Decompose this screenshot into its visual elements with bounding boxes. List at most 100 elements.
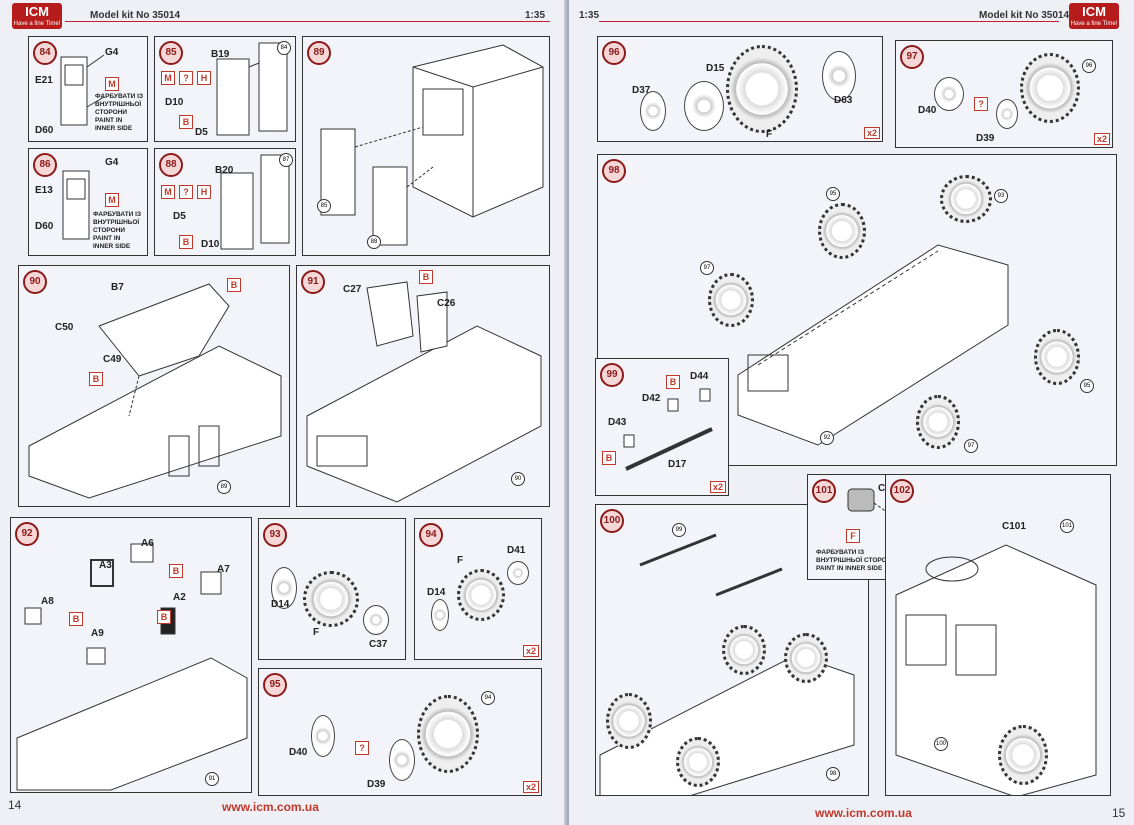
part-label: C50 xyxy=(55,322,74,333)
scale-right: 1:35 xyxy=(579,10,600,21)
part-label: D40 xyxy=(918,105,937,116)
ref-number: 93 xyxy=(994,189,1008,203)
ref-number: 87 xyxy=(279,153,293,167)
color-code-box: B xyxy=(157,610,171,624)
ref-number: 101 xyxy=(1060,519,1074,533)
part-label: A7 xyxy=(217,564,230,575)
step-99-panel: 99 D44 D42 D43 D17 B B x2 xyxy=(595,358,729,496)
step-number: 85 xyxy=(159,41,183,65)
part-label: D17 xyxy=(668,459,687,470)
part-label: D5 xyxy=(195,127,208,138)
part-label: D63 xyxy=(834,95,853,106)
step-97-panel: 97 D40 D39 ? 96 x2 xyxy=(895,40,1113,148)
color-code-box: B xyxy=(69,612,83,626)
color-code-box: B xyxy=(179,115,193,129)
website-link-left[interactable]: www.icm.com.ua xyxy=(222,800,319,814)
wheel xyxy=(606,693,652,749)
kit-number-right: Model kit No 35014 xyxy=(979,10,1070,21)
disc xyxy=(389,739,415,781)
ref-number: 97 xyxy=(700,261,714,275)
door-drawing xyxy=(60,54,105,126)
wheel xyxy=(818,203,866,259)
part-label: D5 xyxy=(173,211,186,222)
part-label: D15 xyxy=(706,63,725,74)
part-label: C37 xyxy=(369,639,388,650)
color-code-box: ? xyxy=(974,97,988,111)
part-label: F xyxy=(313,627,320,638)
part-label: D37 xyxy=(632,85,651,96)
step-number: 92 xyxy=(15,522,39,546)
color-code-box: ? xyxy=(355,741,369,755)
hub xyxy=(640,91,666,131)
hull-side-drawing xyxy=(16,543,248,791)
color-code-box: B xyxy=(169,564,183,578)
quantity-marker: x2 xyxy=(522,781,539,793)
part-label: A6 xyxy=(141,538,154,549)
door-drawing xyxy=(216,42,288,136)
chassis-drawing xyxy=(737,244,1009,446)
color-code-box: M xyxy=(161,185,175,199)
color-code-box: M xyxy=(105,193,119,207)
part-label: E13 xyxy=(35,185,53,196)
color-code-box: B xyxy=(666,375,680,389)
step-95-panel: 95 D40 D39 ? 94 x2 xyxy=(258,668,542,796)
ref-number: 92 xyxy=(820,431,834,445)
color-code-box: B xyxy=(179,235,193,249)
part-label: D60 xyxy=(35,221,54,232)
door-drawing xyxy=(62,170,90,240)
part-label: D10 xyxy=(201,239,220,250)
ref-number: 89 xyxy=(217,480,231,494)
kit-number-left: Model kit No 35014 xyxy=(90,10,181,21)
part-label: B7 xyxy=(111,282,124,293)
ref-number: 84 xyxy=(277,41,291,55)
wheel xyxy=(1034,329,1080,385)
color-code-box: M xyxy=(105,77,119,91)
disc xyxy=(311,715,335,757)
vehicle-front-drawing xyxy=(895,544,1097,795)
hull-drawing xyxy=(306,281,542,503)
ref-number: 95 xyxy=(826,187,840,201)
part-label: D39 xyxy=(367,779,386,790)
binding-gutter xyxy=(564,0,572,825)
part-label: D40 xyxy=(289,747,308,758)
part-label: D41 xyxy=(507,545,526,556)
step-88-panel: 88 B20 D5 D10 M ? H B 87 xyxy=(154,148,296,256)
part-label: E21 xyxy=(35,75,53,86)
color-code-box: M xyxy=(161,71,175,85)
color-code-box: B xyxy=(227,278,241,292)
part-label: F xyxy=(457,555,464,566)
ref-number: 85 xyxy=(317,199,331,213)
color-code-box: ? xyxy=(179,185,193,199)
part-label: B19 xyxy=(211,49,230,60)
rim xyxy=(822,51,856,101)
step-number: 101 xyxy=(812,479,836,503)
step-number: 98 xyxy=(602,159,626,183)
part-label: D60 xyxy=(35,125,54,136)
color-code-box: H xyxy=(197,185,211,199)
ref-number: 91 xyxy=(205,772,219,786)
website-link-right[interactable]: www.icm.com.ua xyxy=(815,806,912,820)
step-number: 95 xyxy=(263,673,287,697)
hub xyxy=(507,561,529,585)
color-code-box: B xyxy=(602,451,616,465)
part-label: D43 xyxy=(608,417,627,428)
step-number: 88 xyxy=(159,153,183,177)
ref-number: 99 xyxy=(672,523,686,537)
part-label: D14 xyxy=(271,599,290,610)
wheel xyxy=(916,395,960,449)
wheel xyxy=(417,695,479,773)
vehicle-cab-drawing xyxy=(320,44,544,246)
part-label: C49 xyxy=(103,354,122,365)
color-code-box: H xyxy=(197,71,211,85)
wheel xyxy=(784,633,828,683)
part-label: G4 xyxy=(105,47,119,58)
ref-number: 98 xyxy=(826,767,840,781)
step-89-panel: 89 85 88 xyxy=(302,36,550,256)
wheel xyxy=(726,45,798,133)
tire-band xyxy=(684,81,724,131)
step-number: 90 xyxy=(23,270,47,294)
step-92-panel: 92 A6 A3 A7 A8 A2 A9 B B B 91 xyxy=(10,517,252,793)
